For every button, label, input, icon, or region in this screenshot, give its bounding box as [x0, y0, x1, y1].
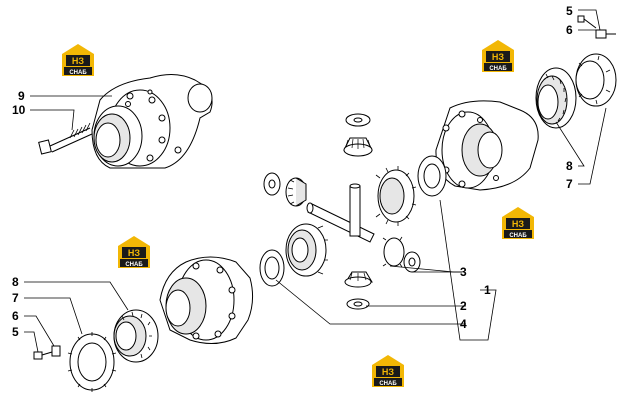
callout-2: 2	[460, 299, 467, 313]
bevel-gear-top-center	[343, 137, 373, 157]
washer-center-right-3	[403, 251, 421, 273]
watermark-word: СНАБ	[509, 233, 527, 239]
callout-5-left: 5	[12, 325, 19, 339]
callout-7-left: 7	[12, 291, 19, 305]
washer-top-center	[345, 113, 371, 127]
watermark-logo-1: НЗ СНАБ	[62, 44, 94, 76]
watermark-letters: НЗ	[492, 52, 504, 62]
watermark-logo-4: НЗ СНАБ	[118, 236, 150, 268]
watermark-word: СНАБ	[69, 70, 87, 76]
callout-6-top: 6	[566, 23, 573, 37]
thrust-washer-4	[259, 249, 285, 287]
bevel-gear-left-small	[285, 177, 307, 207]
bearing-8-left	[113, 309, 159, 363]
housing-top-left	[91, 74, 213, 169]
callout-7-right: 7	[566, 177, 573, 191]
callout-6-left: 6	[12, 309, 19, 323]
leader-lines	[24, 9, 607, 353]
callout-labels: 5 6 9 10 8 7 3 1 2 4 8 7 6 5	[12, 4, 573, 339]
housing-bottom-left	[159, 256, 254, 344]
callout-10: 10	[12, 103, 26, 117]
watermark-logo-5: НЗ СНАБ	[372, 355, 404, 387]
callout-8-right: 8	[566, 159, 573, 173]
watermark-letters: НЗ	[72, 56, 84, 66]
callout-5-top: 5	[566, 4, 573, 18]
callout-1: 1	[484, 283, 491, 297]
cross-shaft	[306, 183, 375, 243]
watermark-word: СНАБ	[379, 381, 397, 387]
nut-7-left	[67, 332, 117, 392]
watermark-letters: НЗ	[382, 367, 394, 377]
callout-8-left: 8	[12, 275, 19, 289]
watermark-logo-3: НЗ СНАБ	[502, 207, 534, 239]
washer-lower-center-2	[346, 298, 370, 310]
washer-right-thrust	[417, 155, 447, 197]
watermark-word: СНАБ	[125, 262, 143, 268]
washer-left-small	[263, 172, 281, 196]
watermark-letters: НЗ	[128, 248, 140, 258]
side-gear-left-large	[285, 223, 328, 277]
callout-3: 3	[460, 265, 467, 279]
callout-9: 9	[18, 89, 25, 103]
pinion-gear-center-lower	[382, 236, 405, 268]
bearing-8-right	[535, 67, 577, 129]
watermark-word: СНАБ	[489, 66, 507, 72]
bolt-10	[38, 122, 93, 155]
nut-7-right	[575, 53, 617, 107]
housing-top-right	[435, 100, 539, 191]
watermark-logo-2: НЗ СНАБ	[482, 40, 514, 72]
screw-lock-5-6-left	[33, 345, 61, 360]
watermark-letters: НЗ	[512, 219, 524, 229]
screw-lock-5-6-top	[577, 15, 616, 39]
callout-4: 4	[460, 317, 467, 331]
side-gear-right	[375, 166, 417, 226]
bevel-gear-lower-center	[344, 271, 373, 288]
